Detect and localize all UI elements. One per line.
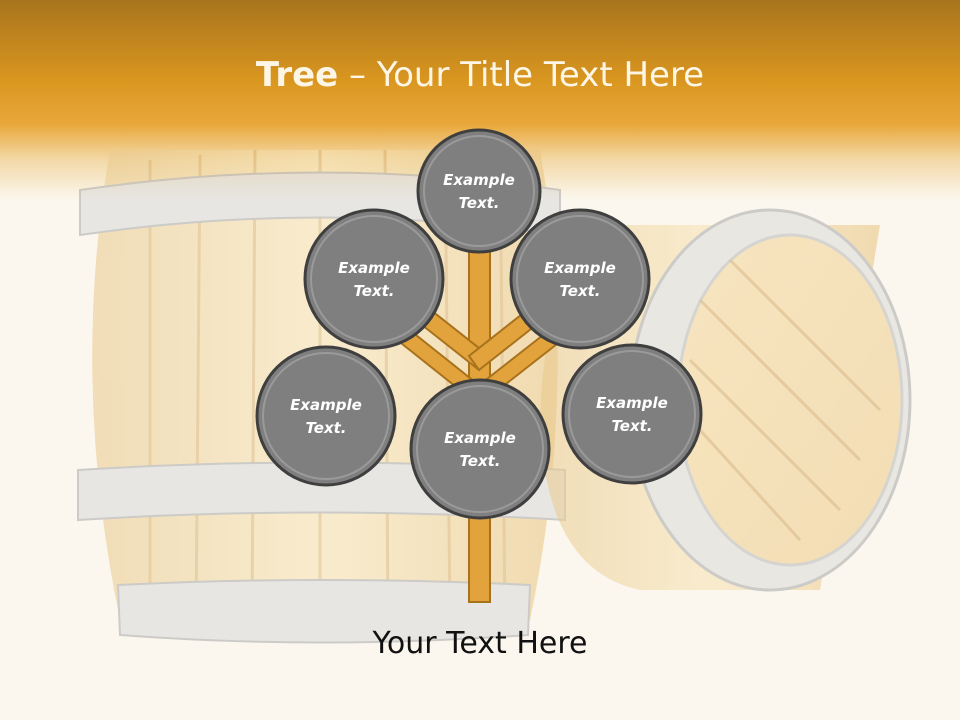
node-text-line2: Text. [305, 419, 346, 437]
node-text-line1: Example [596, 394, 668, 412]
tree-node-center: Example Text. [409, 378, 551, 520]
tree-node-lower-right: Example Text. [561, 343, 703, 485]
node-text-line2: Text. [353, 282, 394, 300]
node-text-line2: Text. [459, 452, 500, 470]
node-text-line1: Example [444, 429, 516, 447]
title-rest-part: – Your Title Text Here [338, 55, 705, 95]
tree-node-upper-left: Example Text. [303, 208, 445, 350]
node-text-line2: Text. [559, 282, 600, 300]
tree-node-top: Example Text. [416, 128, 542, 254]
node-text-line1: Example [544, 259, 616, 277]
tree-node-lower-left: Example Text. [255, 345, 397, 487]
slide-title: Tree – Your Title Text Here [0, 50, 960, 100]
node-text-line1: Example [338, 259, 410, 277]
node-text-line1: Example [443, 171, 515, 189]
title-bold-part: Tree [255, 55, 339, 95]
node-text-line2: Text. [458, 194, 499, 212]
node-text-line2: Text. [611, 417, 652, 435]
tree-node-upper-right: Example Text. [509, 208, 651, 350]
node-text-line1: Example [290, 396, 362, 414]
slide-caption: Your Text Here [372, 626, 588, 661]
